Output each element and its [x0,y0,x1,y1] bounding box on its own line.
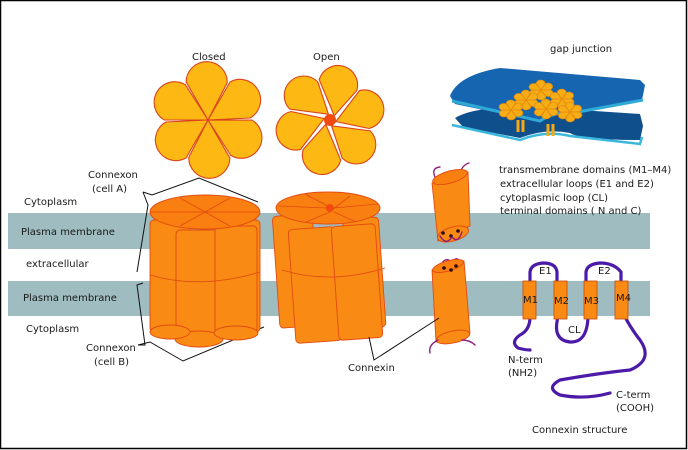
rosette-petal [534,108,547,117]
label-m3: M3 [584,296,599,307]
open-channel-icon [275,64,385,176]
rosette-petal [569,104,582,113]
domain-legend: transmembrane domains (M1–M4) extracellu… [499,165,671,217]
label-e2: E2 [598,266,611,277]
rosette-petal [549,92,563,100]
label-c-term-sub: (COOH) [616,403,654,414]
legend-item-transmembrane: transmembrane domains (M1–M4) [499,165,671,176]
connexon-a-side [136,191,149,273]
rosette-petal [513,93,527,101]
rosette-petal [541,108,552,120]
label-connexon-b-2: (cell B) [94,357,129,368]
connexin-upper [431,162,471,243]
rosette-petal [528,83,542,91]
rosette-petal [206,119,263,159]
domain-m3 [583,280,598,320]
label-m4: M4 [616,293,631,304]
rosette-petal [499,109,512,118]
label-open: Open [313,52,340,63]
label-connexin-structure: Connexin structure [532,425,627,436]
label-connexon-a-1: Connexon [88,170,138,181]
rosette-petal [557,105,571,113]
connexon-closed-side-view [149,194,261,348]
gap-junction-channel [557,101,583,123]
connexon-b-bracket [137,326,265,362]
gap-junction-channel [533,98,559,120]
legend-item-terminal: terminal domains ( N and C) [500,206,642,217]
rosette-petal [520,89,531,101]
rosette-petal [275,110,326,151]
gap-junction-channel [498,99,524,121]
label-c-term: C-term [616,390,650,401]
label-connexon-a-2: (cell A) [92,184,127,195]
rosette-petal [506,109,517,121]
label-closed: Closed [192,52,226,63]
rosette-petal [545,101,558,110]
rosette-petal [558,111,571,120]
closed-channel-icon [153,61,263,179]
open-pore [324,114,336,126]
label-n-term-sub: (NH2) [508,368,537,379]
rosette-petal [334,89,385,130]
rosette-petal [283,75,330,115]
label-cl: CL [568,325,581,336]
rosette-petal [565,111,576,123]
legend-item-extracellular: extracellular loops (E1 and E2) [500,179,654,190]
rosette-petal [564,101,575,113]
rosette-petal [301,123,342,176]
domain-m1 [522,280,537,320]
connexin-lower [428,258,476,354]
label-membrane-top: Plasma membrane [21,227,115,238]
connexon-a-bracket [142,177,259,203]
rosette-petal [185,61,228,122]
connexon-b-side [136,282,146,346]
rosette-petal [525,92,538,101]
rosette-petal [505,99,516,111]
legend-item-cytoplasmic: cytoplasmic loop (CL) [500,193,608,204]
label-cytoplasm-top: Cytoplasm [24,197,77,208]
rosette-petal [510,109,524,117]
connexin-topology: M1 M2 M3 M4 E1 E2 CL N-term (NH2) C-term… [508,261,654,436]
rosette-petal [154,119,209,162]
label-e1: E1 [539,266,552,277]
domain-m4 [614,280,629,320]
rosette-petal [561,91,574,100]
rosette-petal [510,102,523,111]
label-membrane-bottom: Plasma membrane [23,293,117,304]
rosette-petal [556,88,567,100]
gap-junction-illustration [450,68,645,146]
label-connexon-b-1: Connexon [86,343,136,354]
rosette-petal [535,79,546,91]
connexin-pointer [368,317,440,361]
rosette-petal [330,125,377,165]
rosette-petal [540,98,551,110]
rosette-petal [533,102,547,110]
domain-m2 [553,280,568,320]
rosette-petal [569,111,583,119]
label-connexin: Connexin [348,363,395,374]
rosette-petal [498,103,512,111]
label-gap-junction: gap junction [550,44,612,55]
rosette-petal [207,78,262,121]
rosette-petal [188,118,231,179]
label-m2: M2 [554,296,569,307]
connexon-open-side-view [272,191,387,344]
rosette-petal [545,108,559,116]
rosette-petal [540,82,553,91]
label-cytoplasm-bottom: Cytoplasm [26,324,79,335]
label-n-term: N-term [508,355,543,366]
rosette-petal [318,64,359,117]
label-extracellular: extracellular [26,259,90,270]
rosette-petal [153,81,210,121]
label-m1: M1 [523,295,538,306]
